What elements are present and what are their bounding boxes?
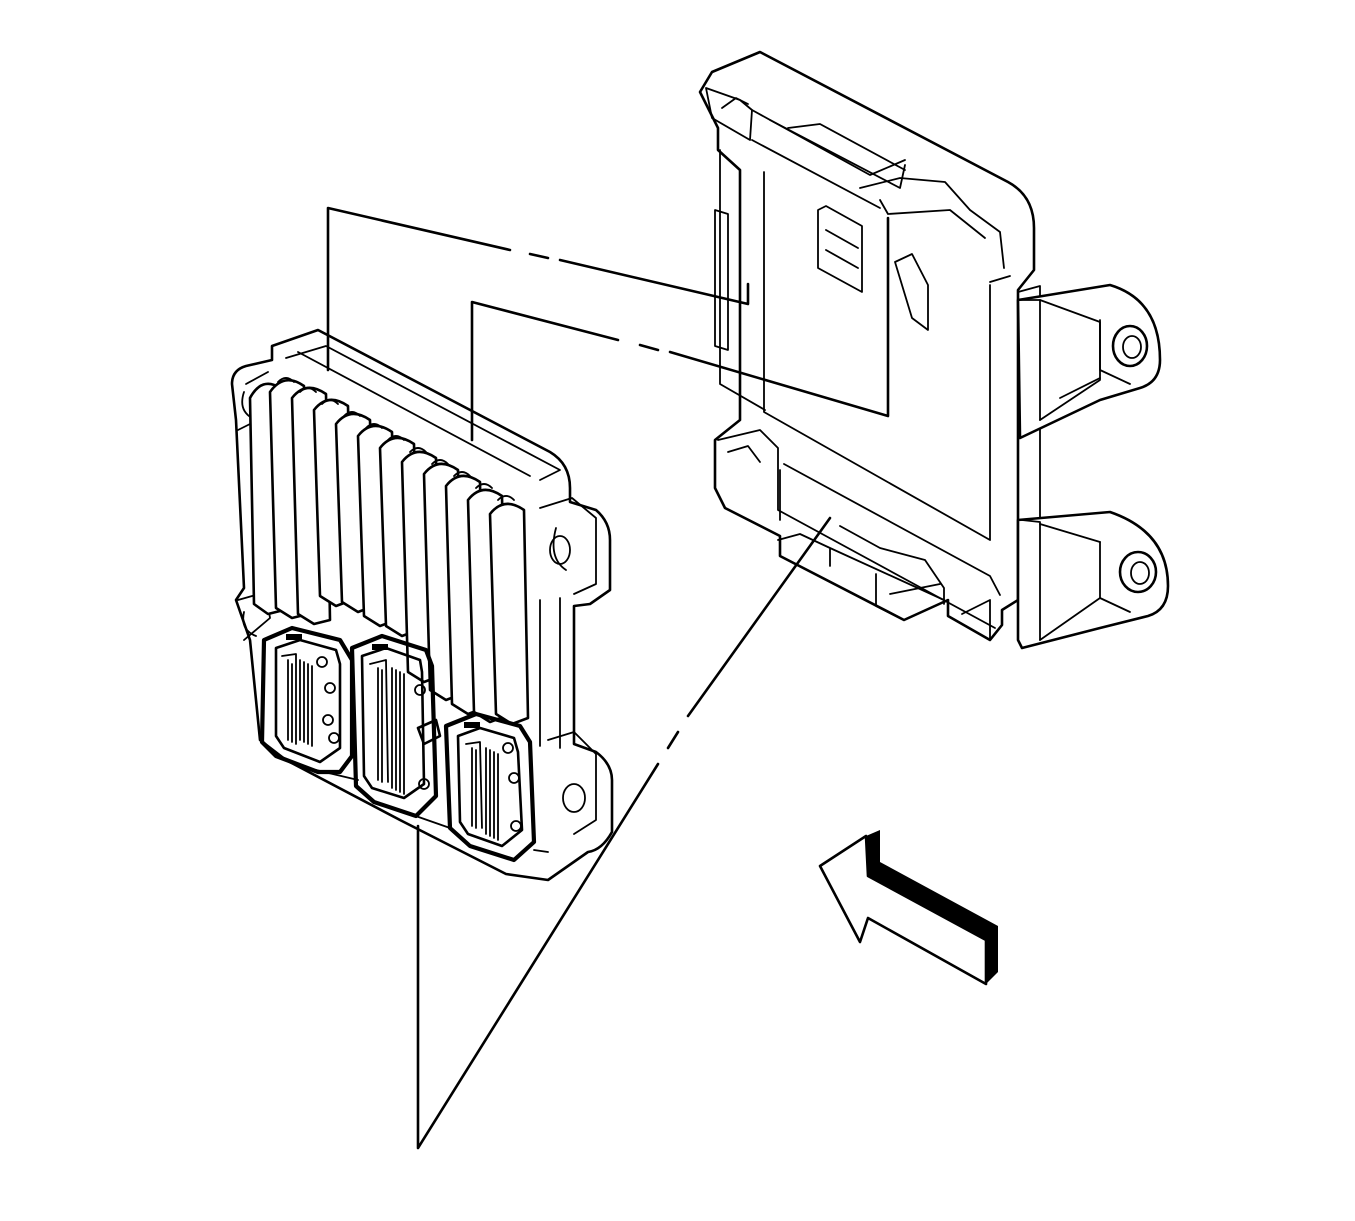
mount-hole-icon (1111, 324, 1149, 368)
mount-hole-icon (1118, 550, 1158, 594)
connector-latch-icon (372, 644, 388, 650)
connector-right (443, 711, 537, 863)
connector-latch-icon (286, 634, 302, 640)
alignment-line-lower (470, 216, 890, 442)
connector-latch-icon (464, 722, 480, 728)
connector-left (259, 625, 355, 775)
bracket-mount-ear-lower (1016, 510, 1170, 650)
mounting-bracket (698, 50, 1041, 642)
alignment-line-upper (326, 206, 750, 372)
bracket-mount-ear-upper (1016, 283, 1162, 440)
module-base-edge (315, 769, 549, 853)
connector-middle (349, 633, 442, 819)
callout-leader (416, 516, 832, 1150)
view-direction-arrow-icon (818, 830, 998, 986)
cooling-fins (248, 377, 530, 726)
